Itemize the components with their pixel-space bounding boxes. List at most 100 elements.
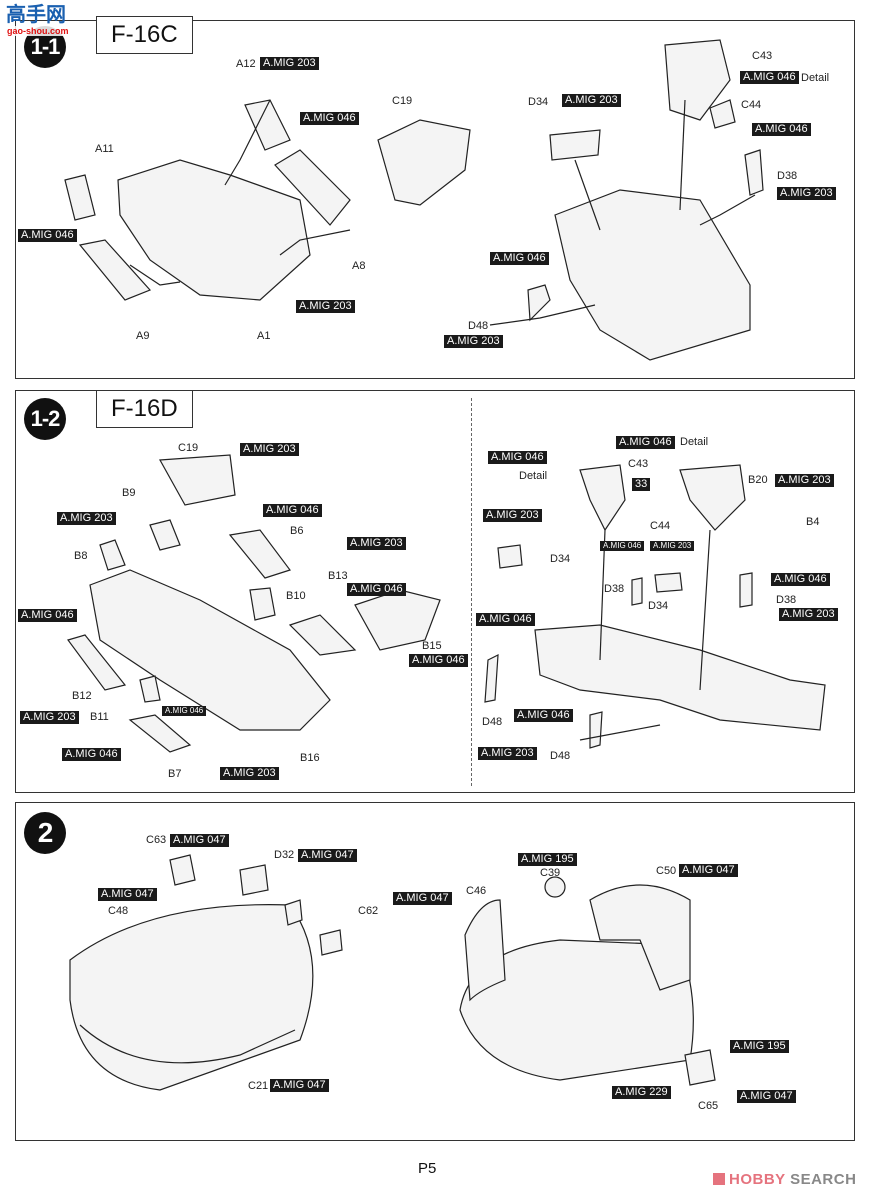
paint-code-label: A.MIG 046 bbox=[771, 573, 830, 586]
step-number-1-2: 1-2 bbox=[24, 398, 66, 440]
paint-code-label: A.MIG 229 bbox=[612, 1086, 671, 1099]
part-number-label: B11 bbox=[90, 711, 109, 723]
cockpit-tub-f16d-right bbox=[484, 464, 826, 749]
paint-code-label: A.MIG 046 bbox=[18, 229, 77, 242]
part-number-label: D38 bbox=[776, 594, 797, 606]
paint-code-label: A.MIG 203 bbox=[260, 57, 319, 70]
hobby-search-logo-icon bbox=[713, 1173, 725, 1185]
part-number-label: B12 bbox=[72, 690, 92, 702]
paint-code-label: A.MIG 047 bbox=[98, 888, 157, 901]
paint-code-label: A.MIG 046 bbox=[616, 436, 675, 449]
paint-code-label: A.MIG 046 bbox=[162, 706, 207, 716]
paint-code-label: A.MIG 047 bbox=[270, 1079, 329, 1092]
part-number-label: D48 bbox=[468, 320, 489, 332]
brand-search: SEARCH bbox=[790, 1171, 857, 1188]
paint-code-label: A.MIG 203 bbox=[347, 537, 406, 550]
part-number-label: D38 bbox=[777, 170, 798, 182]
part-number-label: C63 bbox=[146, 834, 167, 846]
part-number-label: C43 bbox=[628, 458, 649, 470]
part-number-label: B15 bbox=[422, 640, 442, 652]
part-number-label: D32 bbox=[274, 849, 295, 861]
paint-code-label: A.MIG 047 bbox=[298, 849, 357, 862]
paint-code-label: A.MIG 047 bbox=[393, 892, 452, 905]
part-number-label: C48 bbox=[108, 905, 129, 917]
part-number-label: A9 bbox=[136, 330, 150, 342]
paint-code-label: A.MIG 046 bbox=[476, 613, 535, 626]
paint-code-label: A.MIG 195 bbox=[730, 1040, 789, 1053]
cockpit-tub-f16d-left bbox=[67, 454, 441, 753]
part-number-label: B20 bbox=[748, 474, 768, 486]
paint-code-label: A.MIG 203 bbox=[444, 335, 503, 348]
paint-code-label: A.MIG 046 bbox=[600, 541, 645, 551]
fuselage-section-left bbox=[69, 854, 343, 1091]
part-number-label: C44 bbox=[650, 520, 671, 532]
part-number-label: C62 bbox=[358, 905, 379, 917]
part-number-label: B9 bbox=[122, 487, 136, 499]
page-number: P5 bbox=[418, 1160, 437, 1177]
cockpit-tub-f16c-left bbox=[64, 99, 471, 301]
part-number-label: C44 bbox=[741, 99, 762, 111]
part-number-label: B13 bbox=[328, 570, 348, 582]
part-number-label: C46 bbox=[466, 885, 487, 897]
hobby-search-watermark: HOBBY SEARCH bbox=[713, 1171, 856, 1188]
paint-code-label: A.MIG 203 bbox=[562, 94, 621, 107]
paint-code-label: A.MIG 046 bbox=[488, 451, 547, 464]
part-number-label: A1 bbox=[257, 330, 271, 342]
paint-code-label: A.MIG 195 bbox=[518, 853, 577, 866]
paint-code-label: A.MIG 046 bbox=[514, 709, 573, 722]
part-number-label: B16 bbox=[300, 752, 320, 764]
paint-code-label: A.MIG 203 bbox=[20, 711, 79, 724]
part-number-label: B7 bbox=[168, 768, 182, 780]
part-number-label: A11 bbox=[95, 143, 114, 155]
part-number-label: B10 bbox=[286, 590, 306, 602]
part-number-label: D48 bbox=[550, 750, 571, 762]
paint-code-label: A.MIG 203 bbox=[240, 443, 299, 456]
part-number-label: A12 bbox=[236, 58, 256, 70]
part-number-label: B6 bbox=[290, 525, 304, 537]
part-number-label: D34 bbox=[528, 96, 549, 108]
paint-code-label: A.MIG 046 bbox=[62, 748, 121, 761]
detail-note: Detail bbox=[680, 436, 709, 448]
part-number-label: C50 bbox=[656, 865, 677, 877]
paint-code-label: A.MIG 047 bbox=[679, 864, 738, 877]
paint-code-label: A.MIG 046 bbox=[347, 583, 406, 596]
paint-code-label: A.MIG 046 bbox=[263, 504, 322, 517]
part-number-label: B4 bbox=[806, 516, 820, 528]
paint-code-label: A.MIG 203 bbox=[483, 509, 542, 522]
paint-code-label: 33 bbox=[632, 478, 651, 491]
paint-code-label: A.MIG 203 bbox=[220, 767, 279, 780]
paint-code-label: A.MIG 203 bbox=[296, 300, 355, 313]
step-number-2: 2 bbox=[24, 812, 66, 854]
model-title-f16c: F-16C bbox=[96, 16, 193, 54]
part-number-label: C43 bbox=[752, 50, 773, 62]
paint-code-label: A.MIG 046 bbox=[409, 654, 468, 667]
part-number-label: C39 bbox=[540, 867, 561, 879]
paint-code-label: A.MIG 203 bbox=[650, 541, 695, 551]
paint-code-label: A.MIG 046 bbox=[490, 252, 549, 265]
paint-code-label: A.MIG 203 bbox=[779, 608, 838, 621]
model-title-f16d: F-16D bbox=[96, 390, 193, 428]
watermark-logo-text: 高手网 bbox=[6, 4, 66, 26]
part-number-label: D34 bbox=[648, 600, 669, 612]
part-number-label: C65 bbox=[698, 1100, 719, 1112]
part-number-label: C21 bbox=[248, 1080, 269, 1092]
part-number-label: D34 bbox=[550, 553, 571, 565]
part-number-label: B8 bbox=[74, 550, 88, 562]
detail-note: Detail bbox=[801, 72, 830, 84]
part-number-label: D38 bbox=[604, 583, 625, 595]
paint-code-label: A.MIG 203 bbox=[775, 474, 834, 487]
part-number-label: A8 bbox=[352, 260, 366, 272]
section-divider bbox=[471, 398, 472, 786]
paint-code-label: A.MIG 203 bbox=[777, 187, 836, 200]
paint-code-label: A.MIG 203 bbox=[57, 512, 116, 525]
fuselage-section-right bbox=[459, 876, 716, 1086]
paint-code-label: A.MIG 047 bbox=[170, 834, 229, 847]
watermark-logo: 高手网 gao-shou.com bbox=[6, 4, 70, 36]
part-number-label: D48 bbox=[482, 716, 503, 728]
cockpit-tub-f16c-right bbox=[489, 39, 764, 361]
paint-code-label: A.MIG 046 bbox=[18, 609, 77, 622]
paint-code-label: A.MIG 203 bbox=[478, 747, 537, 760]
paint-code-label: A.MIG 046 bbox=[752, 123, 811, 136]
part-number-label: C19 bbox=[178, 442, 199, 454]
